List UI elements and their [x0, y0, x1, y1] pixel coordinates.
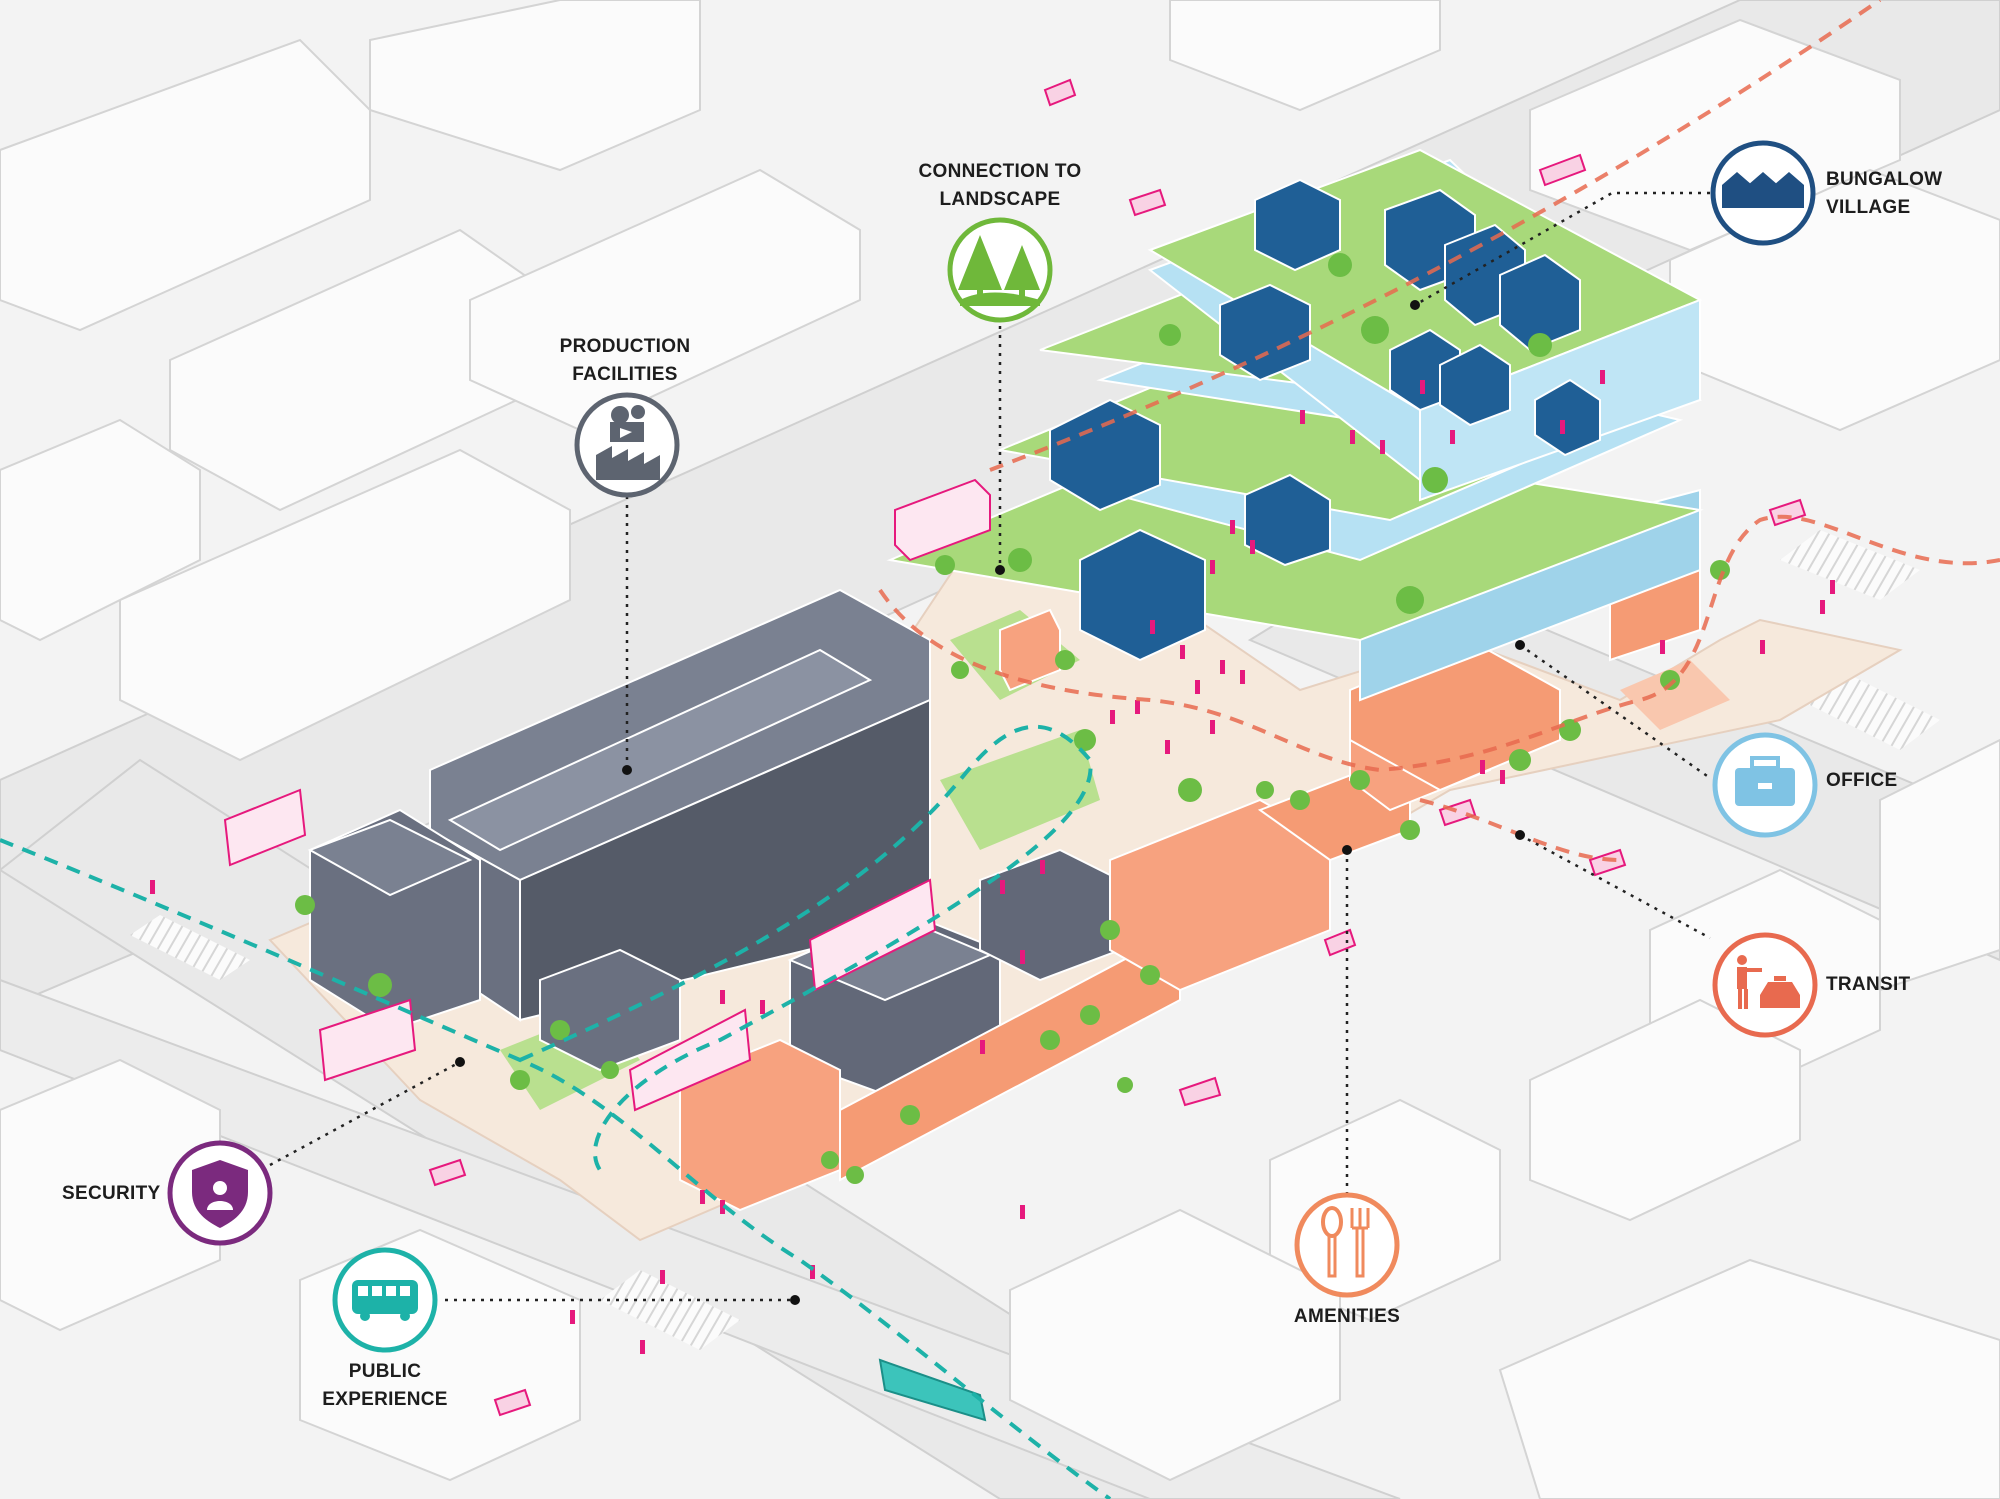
- bungalow-village-label: BUNGALOW VILLAGE: [1826, 169, 1943, 218]
- transit-path: [878, 0, 2000, 862]
- vehicles: [223, 78, 1807, 1422]
- security-label: SECURITY: [62, 1183, 161, 1204]
- production-facilities-label: PRODUCTION FACILITIES: [559, 336, 691, 385]
- shield-person-icon: [167, 1140, 273, 1246]
- public-bus: [878, 1358, 987, 1422]
- trees-icon: [947, 217, 1053, 323]
- public-experience-path: [0, 724, 1112, 1499]
- office-label: OFFICE: [1826, 770, 1898, 791]
- public-experience-label: PUBLIC EXPERIENCE: [322, 1361, 448, 1410]
- taxi-person-icon: [1712, 932, 1818, 1038]
- connection-to-landscape-label: CONNECTION TO LANDSCAPE: [918, 161, 1082, 210]
- briefcase-icon: [1712, 732, 1818, 838]
- houses-icon: [1710, 140, 1816, 246]
- crosswalks: [130, 530, 1940, 1350]
- bungalows: [1049, 178, 1601, 662]
- bus-icon: [332, 1247, 438, 1353]
- film-factory-icon: [574, 392, 680, 498]
- amenities-label: AMENITIES: [1293, 1306, 1401, 1327]
- leader-dots: [455, 300, 1525, 1305]
- fork-spoon-icon: [1294, 1192, 1400, 1298]
- trees: [295, 253, 1730, 1184]
- transit-label: TRANSIT: [1826, 974, 1911, 995]
